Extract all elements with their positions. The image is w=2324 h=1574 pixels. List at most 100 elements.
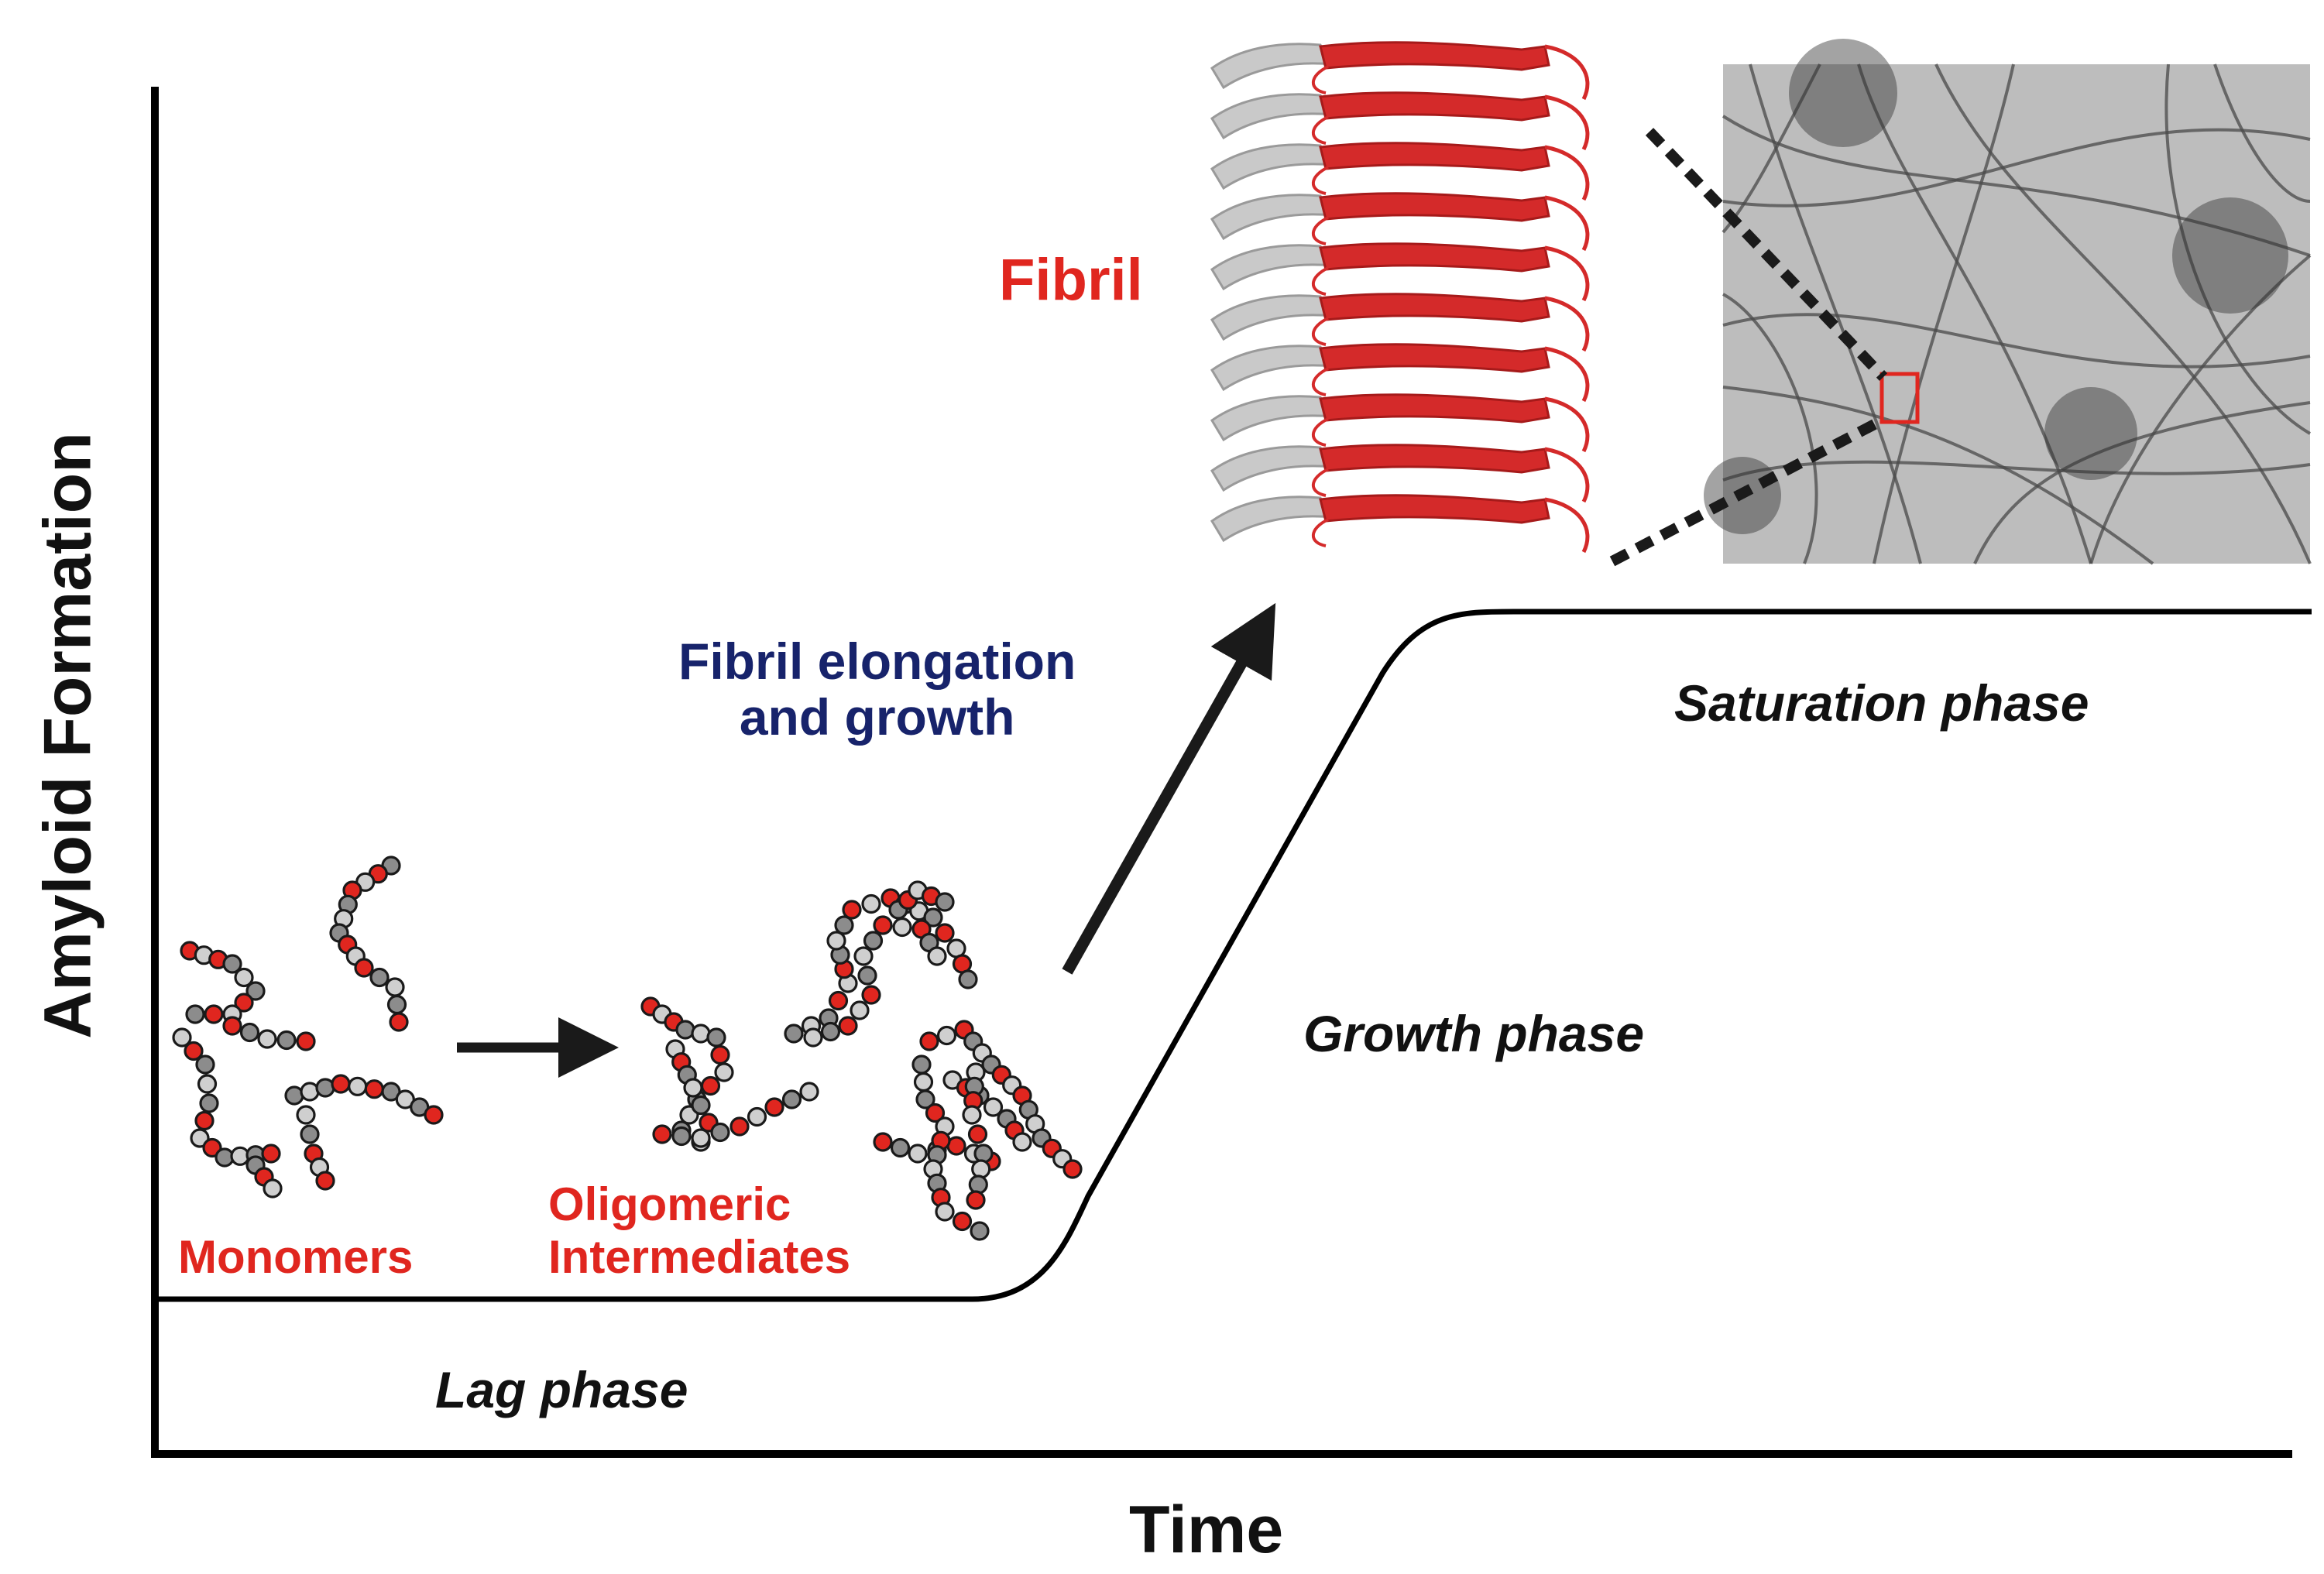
lag-phase-label: Lag phase (435, 1361, 688, 1418)
micrograph-fiber (1973, 401, 2311, 564)
fibril-elongation-label: Fibril elongation and growth (678, 633, 1076, 745)
residue-bead (234, 993, 254, 1013)
residue-bead (936, 1025, 957, 1046)
residue-bead (850, 1000, 870, 1020)
residue-bead (296, 1031, 316, 1051)
peptide-chain-icon (911, 1054, 990, 1241)
residue-bead (386, 994, 407, 1015)
micrograph-fiber (1749, 63, 1922, 564)
residue-bead (354, 958, 374, 978)
micrograph-fiber (1873, 63, 2015, 564)
residue-bead (971, 1159, 991, 1179)
residue-bead (927, 946, 947, 966)
residue-bead (197, 1074, 218, 1094)
fibril-elongation-line2: and growth (739, 688, 1015, 746)
residue-bead (915, 1089, 935, 1109)
beta-strand (1210, 142, 1590, 201)
residue-bead (958, 969, 978, 989)
residue-bead (263, 1178, 283, 1199)
residue-bead (966, 1190, 986, 1210)
beta-strand (1210, 393, 1590, 453)
peptide-chain-icon (888, 880, 955, 920)
micrograph-fibers (1704, 39, 2312, 565)
residue-bead (908, 1144, 928, 1164)
beta-strand (1210, 293, 1590, 352)
residue-bead (331, 1074, 351, 1094)
residue-bead (803, 1027, 823, 1048)
residue-bead (195, 1054, 215, 1075)
residue-bead (389, 1012, 409, 1032)
residue-bead (190, 1128, 210, 1148)
beta-sheet-fibril-icon (1210, 41, 1590, 554)
zoom-line-upper (1645, 128, 1888, 381)
residue-bead (857, 965, 877, 986)
micrograph-fiber (1722, 386, 2154, 565)
residue-bead (919, 1031, 939, 1051)
residue-bead (348, 1076, 368, 1096)
residue-bead (710, 1044, 730, 1065)
micrograph-fiber (1722, 128, 2311, 207)
residue-bead (199, 1093, 219, 1113)
residue-bead (913, 1072, 934, 1092)
micrograph-fiber (1934, 63, 2312, 564)
x-axis-title: Time (1129, 1493, 1284, 1567)
residue-bead (245, 981, 266, 1001)
peptide-chain-icon (803, 915, 947, 1048)
micrograph-fiber (2213, 63, 2311, 203)
micrograph-fiber (1722, 293, 1818, 564)
residue-bead (935, 1202, 955, 1222)
residue-bead (892, 917, 912, 938)
residue-bead (184, 1041, 204, 1061)
residue-bead (1012, 1132, 1032, 1152)
residue-bead (257, 1029, 277, 1049)
residue-bead (873, 1132, 893, 1152)
residue-bead (861, 985, 881, 1005)
beta-strand (1210, 91, 1590, 151)
residue-bead (820, 1021, 841, 1042)
residue-bead (983, 1097, 1004, 1117)
beta-strand (1210, 41, 1590, 101)
oligomeric-intermediates-label: Oligomeric Intermediates (548, 1178, 850, 1284)
peptide-chain-icon (296, 1105, 335, 1191)
residue-bead (1062, 1159, 1083, 1179)
residue-bead (968, 1174, 988, 1195)
zoom-region-box (1879, 372, 1920, 424)
peptide-chain-icon (919, 1020, 1083, 1179)
residue-bead (364, 1079, 384, 1099)
residue-bead (799, 1082, 819, 1102)
residue-bead (315, 1171, 335, 1191)
beta-strand (1210, 444, 1590, 503)
residue-bead (838, 1016, 858, 1036)
residue-bead (834, 915, 854, 935)
residue-bead (202, 1137, 222, 1158)
saturation-phase-label: Saturation phase (1674, 674, 2089, 732)
beta-strand (1210, 192, 1590, 252)
residue-bead (890, 1137, 911, 1158)
fibril-label: Fibril (999, 247, 1143, 313)
micrograph-fiber (1857, 63, 2092, 564)
residue-bead (973, 1144, 994, 1164)
residue-bead (261, 1144, 281, 1164)
residue-bead (683, 1078, 703, 1098)
residue-bead (962, 1105, 982, 1125)
residue-bead (194, 1110, 215, 1131)
peptide-chain-icon (962, 1062, 994, 1210)
residue-bead (385, 977, 405, 997)
micrograph-dark-cluster (2044, 387, 2137, 480)
residue-bead (863, 931, 884, 951)
residue-bead (204, 1004, 224, 1024)
residue-bead (172, 1027, 192, 1048)
residue-bead (710, 1122, 730, 1143)
residue-bead (747, 1106, 767, 1127)
residue-bead (826, 931, 846, 951)
oligomeric-line: Oligomeric (548, 1178, 791, 1230)
peptide-chain-icon (652, 1082, 819, 1148)
residue-bead (652, 1124, 672, 1144)
residue-bead (714, 1062, 734, 1082)
residue-bead (691, 1095, 711, 1116)
residue-bead (185, 1004, 205, 1024)
zoom-line-lower (1609, 414, 1886, 567)
residue-bead (935, 923, 955, 943)
peptide-chain-icon (284, 1074, 444, 1125)
